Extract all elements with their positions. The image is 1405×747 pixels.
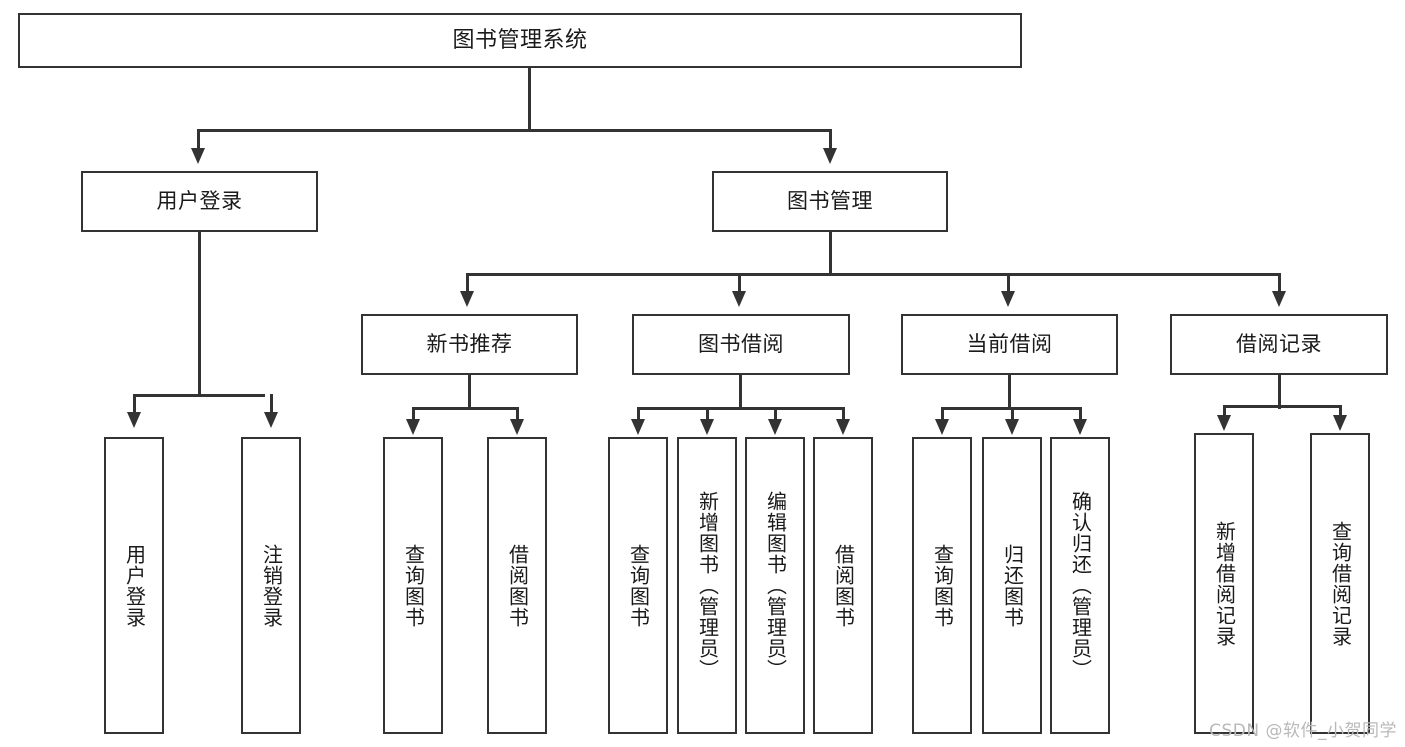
node-label: 借阅图书 xyxy=(831,543,856,628)
arrowhead-down-icon xyxy=(127,412,141,428)
node-label: 用户登录 xyxy=(156,189,243,214)
arrowhead-down-icon xyxy=(1272,291,1286,307)
leaf-new-book-recommend-0[interactable]: 查询图书 xyxy=(383,437,443,734)
connector-new-book-to-leaf-1 xyxy=(516,407,519,421)
arrowhead-down-icon xyxy=(700,419,714,435)
node-label: 图书管理系统 xyxy=(452,27,588,53)
node-label: 图书借阅 xyxy=(698,332,784,357)
connector-book-mgmt-to-child-3 xyxy=(1278,273,1281,293)
node-book-borrow[interactable]: 图书借阅 xyxy=(632,314,850,375)
leaf-user-login-0[interactable]: 用户登录 xyxy=(104,437,164,734)
node-label: 注销登录 xyxy=(259,543,284,628)
connector-root-to-user-login xyxy=(197,129,200,150)
connector-current-borrow-to-leaf-0 xyxy=(941,407,944,421)
arrowhead-down-icon xyxy=(823,148,837,164)
node-label: 新书推荐 xyxy=(426,332,513,357)
node-new-book-recommend[interactable]: 新书推荐 xyxy=(361,314,578,375)
node-label: 查询图书 xyxy=(626,543,651,628)
node-label: 用户登录 xyxy=(122,543,147,628)
connector-current-borrow-to-leaf-2 xyxy=(1079,407,1082,421)
connector-new-book-stem xyxy=(468,375,471,409)
arrowhead-down-icon xyxy=(191,148,205,164)
node-label: 确认归还（管理员） xyxy=(1068,491,1093,680)
connector-book-mgmt-to-child-2 xyxy=(1007,273,1010,293)
connector-root-stem xyxy=(528,68,531,131)
leaf-book-borrow-1[interactable]: 新增图书（管理员） xyxy=(677,437,737,734)
connector-root-bus xyxy=(197,129,831,132)
leaf-new-book-recommend-1[interactable]: 借阅图书 xyxy=(487,437,547,734)
connector-current-borrow-stem xyxy=(1008,375,1011,409)
node-label: 新增图书（管理员） xyxy=(695,491,720,680)
leaf-borrow-record-1[interactable]: 查询借阅记录 xyxy=(1310,433,1370,734)
connector-book-borrow-to-leaf-3 xyxy=(842,407,845,421)
node-label: 新增借阅记录 xyxy=(1212,520,1237,647)
connector-new-book-to-leaf-0 xyxy=(412,407,415,421)
leaf-book-borrow-3[interactable]: 借阅图书 xyxy=(813,437,873,734)
leaf-borrow-record-0[interactable]: 新增借阅记录 xyxy=(1194,433,1254,734)
arrowhead-down-icon xyxy=(1001,291,1015,307)
leaf-book-borrow-0[interactable]: 查询图书 xyxy=(608,437,668,734)
node-label: 归还图书 xyxy=(1000,543,1025,628)
arrowhead-down-icon xyxy=(460,291,474,307)
node-label: 查询图书 xyxy=(401,543,426,628)
node-label: 编辑图书（管理员） xyxy=(763,491,788,680)
connector-borrow-record-to-leaf-1 xyxy=(1339,405,1342,417)
leaf-current-borrow-2[interactable]: 确认归还（管理员） xyxy=(1050,437,1110,734)
node-user-login[interactable]: 用户登录 xyxy=(81,171,318,232)
connector-user-login-stem xyxy=(198,232,201,396)
node-root-system[interactable]: 图书管理系统 xyxy=(18,13,1022,68)
node-label: 当前借阅 xyxy=(966,332,1053,357)
connector-book-mgmt-stem xyxy=(829,232,832,275)
connector-user-login-to-leaf-0 xyxy=(133,394,136,414)
connector-borrow-record-to-leaf-0 xyxy=(1223,405,1226,417)
arrowhead-down-icon xyxy=(631,419,645,435)
arrowhead-down-icon xyxy=(768,419,782,435)
connector-book-mgmt-to-child-0 xyxy=(466,273,469,293)
arrowhead-down-icon xyxy=(1333,415,1347,431)
connector-book-borrow-bus xyxy=(637,407,843,410)
connector-root-to-book-mgmt xyxy=(829,129,832,150)
node-label: 图书管理 xyxy=(787,189,873,214)
connector-user-login-bus xyxy=(133,394,265,397)
leaf-user-login-1[interactable]: 注销登录 xyxy=(241,437,301,734)
node-label: 查询图书 xyxy=(930,543,955,628)
arrowhead-down-icon xyxy=(1217,415,1231,431)
arrowhead-down-icon xyxy=(1073,419,1087,435)
leaf-current-borrow-0[interactable]: 查询图书 xyxy=(912,437,972,734)
connector-book-mgmt-bus xyxy=(466,273,1280,276)
connector-current-borrow-to-leaf-1 xyxy=(1011,407,1014,421)
node-label: 借阅图书 xyxy=(505,543,530,628)
arrowhead-down-icon xyxy=(264,412,278,428)
node-book-management[interactable]: 图书管理 xyxy=(712,171,948,232)
connector-book-borrow-to-leaf-0 xyxy=(637,407,640,421)
arrowhead-down-icon xyxy=(732,291,746,307)
node-label: 查询借阅记录 xyxy=(1328,520,1353,647)
connector-book-mgmt-to-child-1 xyxy=(738,273,741,293)
leaf-current-borrow-1[interactable]: 归还图书 xyxy=(982,437,1042,734)
connector-borrow-record-stem xyxy=(1278,375,1281,409)
connector-user-login-to-leaf-1 xyxy=(270,394,273,414)
arrowhead-down-icon xyxy=(406,419,420,435)
node-label: 借阅记录 xyxy=(1236,332,1322,357)
leaf-book-borrow-2[interactable]: 编辑图书（管理员） xyxy=(745,437,805,734)
connector-borrow-record-bus xyxy=(1223,405,1341,408)
node-current-borrow[interactable]: 当前借阅 xyxy=(901,314,1118,375)
arrowhead-down-icon xyxy=(510,419,524,435)
connector-book-borrow-stem xyxy=(739,375,742,409)
connector-new-book-bus xyxy=(412,407,516,410)
connector-current-borrow-bus xyxy=(941,407,1079,410)
connector-book-borrow-to-leaf-1 xyxy=(706,407,709,421)
arrowhead-down-icon xyxy=(836,419,850,435)
arrowhead-down-icon xyxy=(1005,419,1019,435)
connector-book-borrow-to-leaf-2 xyxy=(774,407,777,421)
node-borrow-record[interactable]: 借阅记录 xyxy=(1170,314,1388,375)
arrowhead-down-icon xyxy=(935,419,949,435)
